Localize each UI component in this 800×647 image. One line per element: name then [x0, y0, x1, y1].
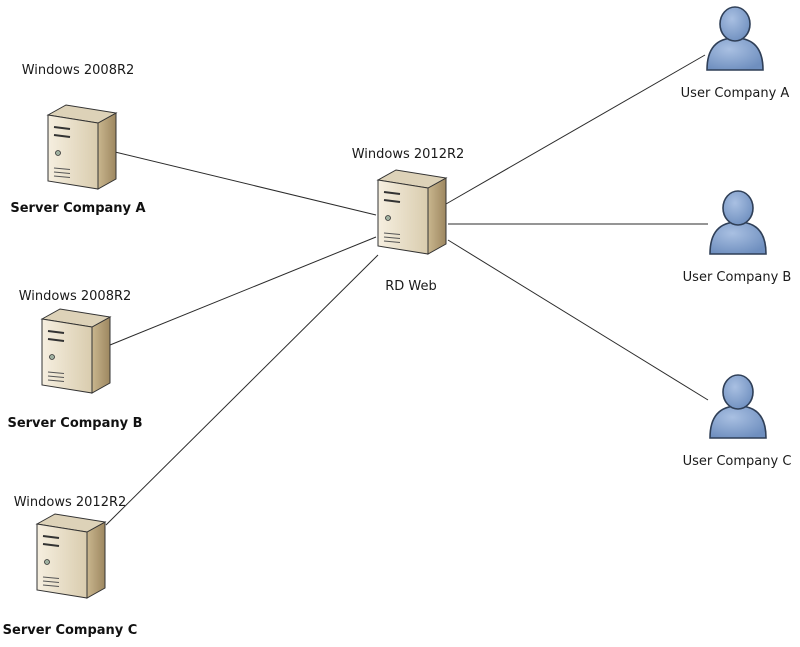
vent-line [42, 576, 60, 579]
drive-bay [42, 543, 60, 547]
link-user-a-rd-web [445, 54, 706, 205]
server-c-name-label: Server Company C [3, 623, 138, 638]
server-front-face [47, 114, 99, 190]
drive-bay [383, 199, 401, 203]
user-head [722, 374, 754, 410]
vent-line [383, 232, 401, 235]
vent-line [47, 371, 65, 374]
drive-bay [53, 126, 71, 130]
link-user-c-rd-web [447, 239, 709, 401]
server-icon [376, 169, 448, 255]
server-a-name-label: Server Company A [10, 201, 145, 216]
rd-web-name-label: RD Web [385, 279, 437, 294]
vent-line [53, 167, 71, 170]
vent-line [42, 580, 60, 583]
vent-line [53, 175, 71, 178]
vent-line [42, 584, 60, 587]
power-led [44, 559, 50, 565]
server-c-os-label: Windows 2012R2 [14, 495, 127, 510]
drive-bay [42, 535, 60, 539]
user-icon [709, 190, 767, 255]
user-body [706, 37, 764, 71]
connection-lines [105, 54, 709, 526]
power-led [55, 150, 61, 156]
drive-bay [53, 134, 71, 138]
user-c-node: User Company C [683, 374, 792, 469]
vent-line [47, 379, 65, 382]
user-body [709, 221, 767, 255]
server-icon [46, 104, 118, 190]
server-side-face [427, 177, 447, 255]
server-side-face [91, 316, 111, 394]
user-head [722, 190, 754, 226]
user-b-node: User Company B [683, 190, 792, 285]
user-body [709, 405, 767, 439]
server-b-os-label: Windows 2008R2 [19, 289, 132, 304]
server-icon [40, 308, 112, 394]
server-a-os-label: Windows 2008R2 [22, 63, 135, 78]
user-c-name-label: User Company C [683, 454, 792, 469]
user-head [719, 6, 751, 42]
server-icon [35, 513, 107, 599]
server-side-face [86, 521, 106, 599]
drive-bay [47, 330, 65, 334]
drive-bay [47, 338, 65, 342]
power-led [49, 354, 55, 360]
vent-line [53, 171, 71, 174]
power-led [385, 215, 391, 221]
rd-web-node: Windows 2012R2 RD Web [352, 147, 465, 294]
user-icon [706, 6, 764, 71]
link-server-c-rd-web [105, 254, 379, 526]
link-server-b-rd-web [109, 236, 377, 346]
link-server-a-rd-web [114, 151, 377, 216]
server-front-face [377, 179, 429, 255]
server-b-name-label: Server Company B [7, 416, 142, 431]
user-icon [709, 374, 767, 439]
server-side-face [97, 112, 117, 190]
vent-line [47, 375, 65, 378]
server-front-face [41, 318, 93, 394]
user-a-name-label: User Company A [681, 86, 790, 101]
vent-line [383, 236, 401, 239]
rd-web-os-label: Windows 2012R2 [352, 147, 465, 162]
drive-bay [383, 191, 401, 195]
server-front-face [36, 523, 88, 599]
vent-line [383, 240, 401, 243]
user-a-node: User Company A [681, 6, 790, 101]
user-b-name-label: User Company B [683, 270, 792, 285]
